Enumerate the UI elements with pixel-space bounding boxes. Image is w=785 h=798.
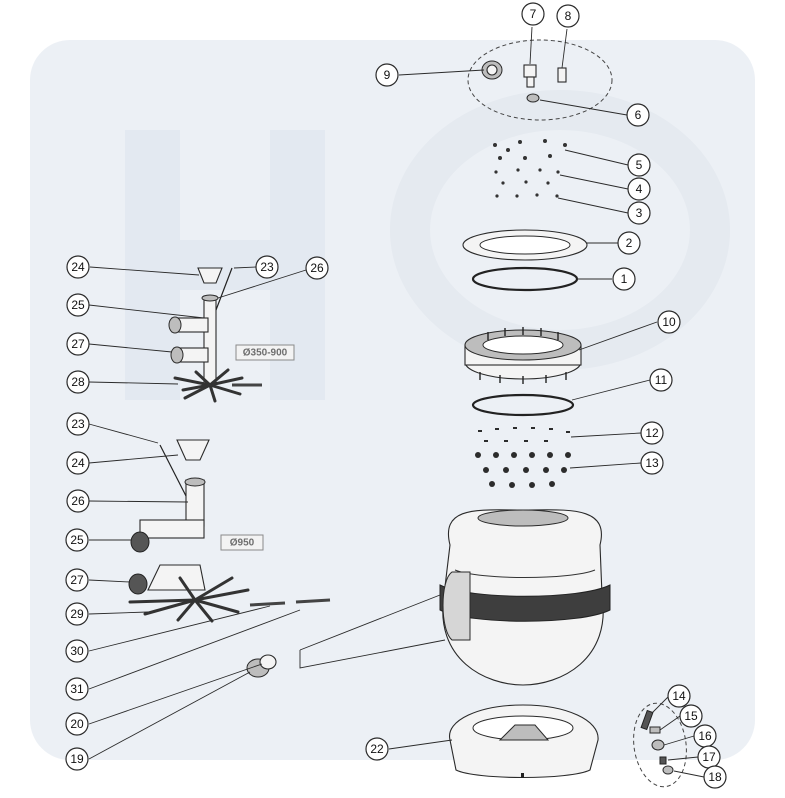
svg-text:27: 27 <box>71 337 85 351</box>
leader-lines <box>88 26 705 778</box>
callout-4: 4 <box>627 177 651 201</box>
callout-27-top: 27 <box>66 332 90 356</box>
callout-30: 30 <box>65 639 89 663</box>
callout-27-bottom: 27 <box>65 568 89 592</box>
callout-31: 31 <box>65 677 89 701</box>
callout-1: 1 <box>612 267 636 291</box>
callout-8: 8 <box>556 4 580 28</box>
size-tag-large-label: Ø950 <box>230 538 255 549</box>
svg-text:24: 24 <box>71 456 85 470</box>
svg-text:11: 11 <box>655 373 668 387</box>
callout-10: 10 <box>657 310 681 334</box>
size-tag-small-label: Ø350-900 <box>243 348 288 359</box>
callout-19: 19 <box>65 747 89 771</box>
svg-text:15: 15 <box>684 709 698 723</box>
callout-25-top: 25 <box>66 293 90 317</box>
callout-18: 18 <box>703 765 727 789</box>
filter-tank <box>439 509 611 686</box>
callout-20: 20 <box>65 712 89 736</box>
svg-text:27: 27 <box>70 573 84 587</box>
svg-text:10: 10 <box>662 315 676 329</box>
callout-6: 6 <box>626 103 650 127</box>
svg-text:31: 31 <box>70 682 84 696</box>
callout-3: 3 <box>627 201 651 225</box>
callout-26-bottom: 26 <box>66 489 90 513</box>
svg-text:6: 6 <box>635 108 642 122</box>
svg-text:12: 12 <box>645 426 659 440</box>
size-tag-large: Ø950 <box>220 534 264 551</box>
svg-text:26: 26 <box>71 494 85 508</box>
callout-26-top: 26 <box>305 256 329 280</box>
watermark <box>30 40 755 760</box>
svg-text:17: 17 <box>702 750 716 764</box>
cover-flange <box>462 229 588 261</box>
svg-text:25: 25 <box>71 298 85 312</box>
callout-13: 13 <box>640 451 664 475</box>
callout-17: 17 <box>697 745 721 769</box>
size-tag-small: Ø350-900 <box>235 344 295 361</box>
svg-text:1: 1 <box>621 272 628 286</box>
svg-text:3: 3 <box>636 206 643 220</box>
svg-text:30: 30 <box>70 644 84 658</box>
callout-23-bottom: 23 <box>66 412 90 436</box>
svg-text:2: 2 <box>626 236 633 250</box>
callout-29: 29 <box>65 602 89 626</box>
callout-23-top: 23 <box>255 255 279 279</box>
svg-text:25: 25 <box>70 533 84 547</box>
callout-2: 2 <box>617 231 641 255</box>
callout-7: 7 <box>521 2 545 26</box>
lateral-assembly-small <box>168 267 262 403</box>
svg-text:7: 7 <box>530 7 537 21</box>
svg-text:13: 13 <box>645 456 659 470</box>
svg-text:20: 20 <box>70 717 84 731</box>
callout-12: 12 <box>640 421 664 445</box>
svg-text:19: 19 <box>70 752 84 766</box>
callout-16: 16 <box>693 724 717 748</box>
tank-fittings <box>246 654 277 678</box>
callout-24-bottom: 24 <box>66 451 90 475</box>
svg-text:9: 9 <box>384 68 391 82</box>
svg-text:23: 23 <box>71 417 85 431</box>
callout-22: 22 <box>365 737 389 761</box>
callout-15: 15 <box>679 704 703 728</box>
callout-9: 9 <box>375 63 399 87</box>
svg-text:16: 16 <box>698 729 712 743</box>
callout-11: 11 <box>649 368 673 392</box>
svg-text:23: 23 <box>260 260 274 274</box>
svg-text:5: 5 <box>636 158 643 172</box>
lateral-assembly-large <box>128 439 331 623</box>
svg-text:4: 4 <box>636 182 643 196</box>
o-ring-collar <box>471 393 575 417</box>
tank-collar <box>464 327 582 384</box>
callout-24-top: 24 <box>66 255 90 279</box>
svg-text:22: 22 <box>370 742 384 756</box>
tank-base <box>449 704 599 779</box>
svg-text:18: 18 <box>708 770 722 784</box>
callout-25-bottom: 25 <box>65 528 89 552</box>
callout-5: 5 <box>627 153 651 177</box>
svg-text:28: 28 <box>71 375 85 389</box>
callout-14: 14 <box>667 684 691 708</box>
svg-text:26: 26 <box>310 261 324 275</box>
svg-text:14: 14 <box>672 689 686 703</box>
nut-field <box>475 427 571 488</box>
svg-text:24: 24 <box>71 260 85 274</box>
callout-28: 28 <box>66 370 90 394</box>
svg-text:8: 8 <box>565 9 572 23</box>
svg-text:29: 29 <box>70 607 84 621</box>
bolt-field-upper <box>493 139 567 198</box>
